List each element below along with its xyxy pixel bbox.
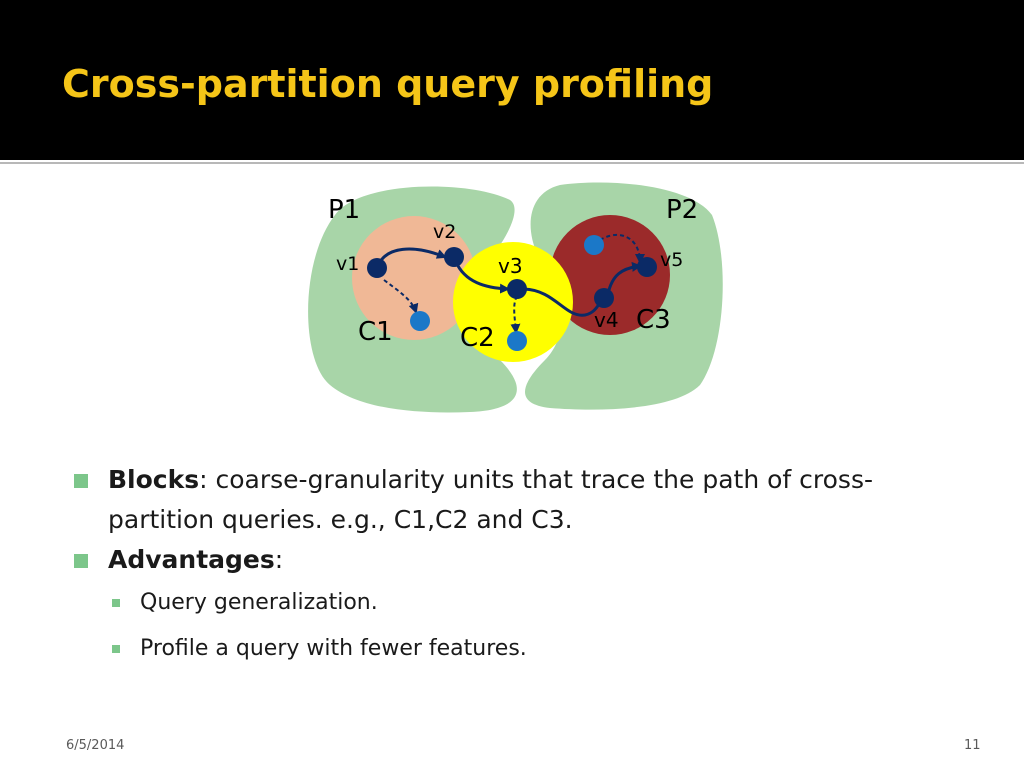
sub-bullet-text: Profile a query with fewer features. [140,636,527,661]
node-v3 [507,279,527,299]
label-v1: v1 [336,253,359,275]
label-c1: C1 [358,317,393,347]
bullet-blocks: Blocks: coarse-granularity units that tr… [74,460,974,540]
footer-page-number: 11 [964,738,981,753]
bullet-square-icon [74,554,88,568]
bullet-blocks-term: Blocks [108,465,200,494]
node-c1-light [410,311,430,331]
label-v3: v3 [498,254,523,278]
node-v2 [444,247,464,267]
label-c3: C3 [636,305,671,335]
title-divider [0,162,1024,164]
label-v4: v4 [594,308,619,332]
bullet-advantages-text: : [274,545,284,574]
label-p1: P1 [328,195,360,225]
node-c2-light [507,331,527,351]
footer-date: 6/5/2014 [66,738,125,753]
sub-bullet-generalization: Query generalization. [74,580,974,626]
sub-bullet-fewer-features: Profile a query with fewer features. [74,626,974,672]
node-v4 [594,288,614,308]
sub-bullet-square-icon [112,599,120,607]
bullet-list: Blocks: coarse-granularity units that tr… [74,460,974,672]
edge-v2-v3 [454,261,510,294]
edge-v1-c1node [383,279,419,314]
bullet-blocks-text: : coarse-granularity units that trace th… [108,465,874,534]
title-bar: Cross-partition query profiling [0,0,1024,160]
node-v1 [367,258,387,278]
cluster-c2 [453,242,573,362]
sub-bullet-text: Query generalization. [140,590,378,615]
label-p2: P2 [666,195,698,225]
label-c2: C2 [460,323,495,353]
cluster-c1 [352,216,476,340]
slide-title: Cross-partition query profiling [62,62,714,106]
label-v5: v5 [660,249,683,271]
cluster-c3 [550,215,670,335]
bullet-advantages: Advantages: [74,540,974,580]
label-v2: v2 [433,221,456,243]
bullet-square-icon [74,474,88,488]
edge-c3node-v5 [599,234,645,264]
node-c3-light [584,235,604,255]
node-v5 [637,257,657,277]
bullet-advantages-term: Advantages [108,545,275,574]
sub-bullet-square-icon [112,645,120,653]
